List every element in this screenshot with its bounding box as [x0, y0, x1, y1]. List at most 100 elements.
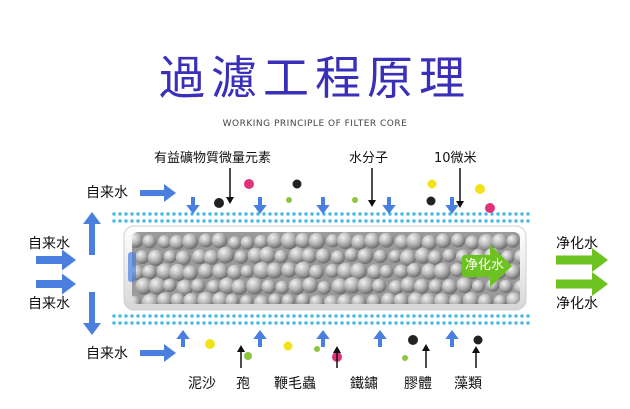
filter-ball: [337, 294, 354, 304]
filter-ball: [234, 250, 248, 264]
membrane-dot: [124, 314, 128, 318]
membrane-dot: [142, 219, 146, 223]
membrane-dot: [460, 321, 464, 325]
membrane-dot: [334, 219, 338, 223]
membrane-dot: [478, 321, 482, 325]
membrane-dot: [442, 321, 446, 325]
membrane-dot: [358, 219, 362, 223]
membrane-dot: [382, 321, 386, 325]
membrane-dot: [334, 314, 338, 318]
filter-ball: [163, 250, 177, 264]
filter-ball: [218, 277, 236, 295]
membrane-dot: [286, 314, 290, 318]
filter-ball: [456, 277, 473, 294]
membrane-dot: [496, 219, 500, 223]
membrane-dot: [274, 212, 278, 216]
membrane-dot: [388, 321, 392, 325]
membrane-dot: [334, 321, 338, 325]
membrane-dot: [316, 219, 320, 223]
membrane-dot: [154, 321, 158, 325]
membrane-dot: [202, 321, 206, 325]
label-outlet-upper: 净化水: [556, 236, 598, 252]
membrane-dot: [214, 314, 218, 318]
particle: [314, 346, 320, 352]
membrane-dot: [496, 321, 500, 325]
membrane-dot: [118, 212, 122, 216]
membrane-dot: [190, 321, 194, 325]
membrane-dot: [496, 314, 500, 318]
membrane-dot: [256, 219, 260, 223]
particle: [485, 203, 495, 213]
inlet-arrow: [140, 184, 176, 202]
down-arrow: [316, 197, 330, 214]
flow-arrows: [36, 184, 608, 362]
membrane-dot: [136, 321, 140, 325]
membrane-dot: [430, 212, 434, 216]
filter-ball: [351, 294, 367, 304]
filter-ball: [170, 293, 186, 304]
membrane-dot: [526, 219, 530, 223]
membrane-dot: [268, 219, 272, 223]
membrane-dot: [268, 321, 272, 325]
membrane-dot: [424, 219, 428, 223]
tube-inlet-cap: [128, 252, 136, 282]
filter-ball: [330, 250, 345, 265]
membrane-dot: [406, 314, 410, 318]
filter-ball: [147, 249, 164, 266]
particles: [205, 179, 495, 362]
membrane-dot: [346, 314, 350, 318]
filter-ball: [344, 248, 359, 262]
membrane-dot: [352, 321, 356, 325]
membrane-dot: [250, 321, 254, 325]
membrane-dot: [364, 314, 368, 318]
membrane-dot: [340, 314, 344, 318]
membrane-dot: [496, 212, 500, 216]
membrane-dot: [436, 314, 440, 318]
membrane-dot: [454, 321, 458, 325]
membrane-dot: [484, 219, 488, 223]
membrane-dot: [244, 212, 248, 216]
membrane-dot: [412, 321, 416, 325]
membrane-dot: [148, 314, 152, 318]
filter-ball: [268, 293, 282, 304]
membrane-dot: [400, 314, 404, 318]
membrane-dot: [310, 314, 314, 318]
inlet-arrow: [83, 292, 101, 335]
outlet-arrow: [556, 248, 608, 272]
membrane-dot: [448, 321, 452, 325]
particle: [286, 197, 292, 203]
filter-ball: [212, 292, 229, 304]
filter-ball: [325, 263, 340, 278]
membrane-dot: [502, 321, 506, 325]
membrane-dot: [406, 321, 410, 325]
membrane-dot: [352, 314, 356, 318]
label-algae: 藻類: [454, 376, 482, 392]
filter-ball: [357, 277, 375, 295]
membrane-dot: [508, 219, 512, 223]
membrane-dot: [484, 212, 488, 216]
membrane-dot: [406, 219, 410, 223]
filter-ball: [132, 232, 144, 248]
membrane-dot: [154, 219, 158, 223]
membrane-dot: [310, 212, 314, 216]
membrane-dot: [358, 212, 362, 216]
membrane-dot: [448, 314, 452, 318]
membrane-dot: [418, 321, 422, 325]
membrane-dot: [142, 321, 146, 325]
membrane-dot: [430, 321, 434, 325]
filter-ball: [406, 262, 422, 278]
membrane-dot: [364, 219, 368, 223]
label-sediment: 泥沙: [188, 376, 216, 392]
filter-ball: [399, 249, 417, 266]
filter-ball: [336, 232, 354, 250]
membrane-dot: [292, 314, 296, 318]
membrane-dot: [118, 321, 122, 325]
membrane-dot: [478, 212, 482, 216]
filter-ball: [240, 294, 254, 304]
filter-ball: [266, 262, 283, 279]
membrane-dot: [262, 219, 266, 223]
filter-ball: [491, 233, 509, 250]
filter-ball: [141, 293, 160, 304]
membrane-dot: [478, 314, 482, 318]
membrane-dot: [340, 219, 344, 223]
